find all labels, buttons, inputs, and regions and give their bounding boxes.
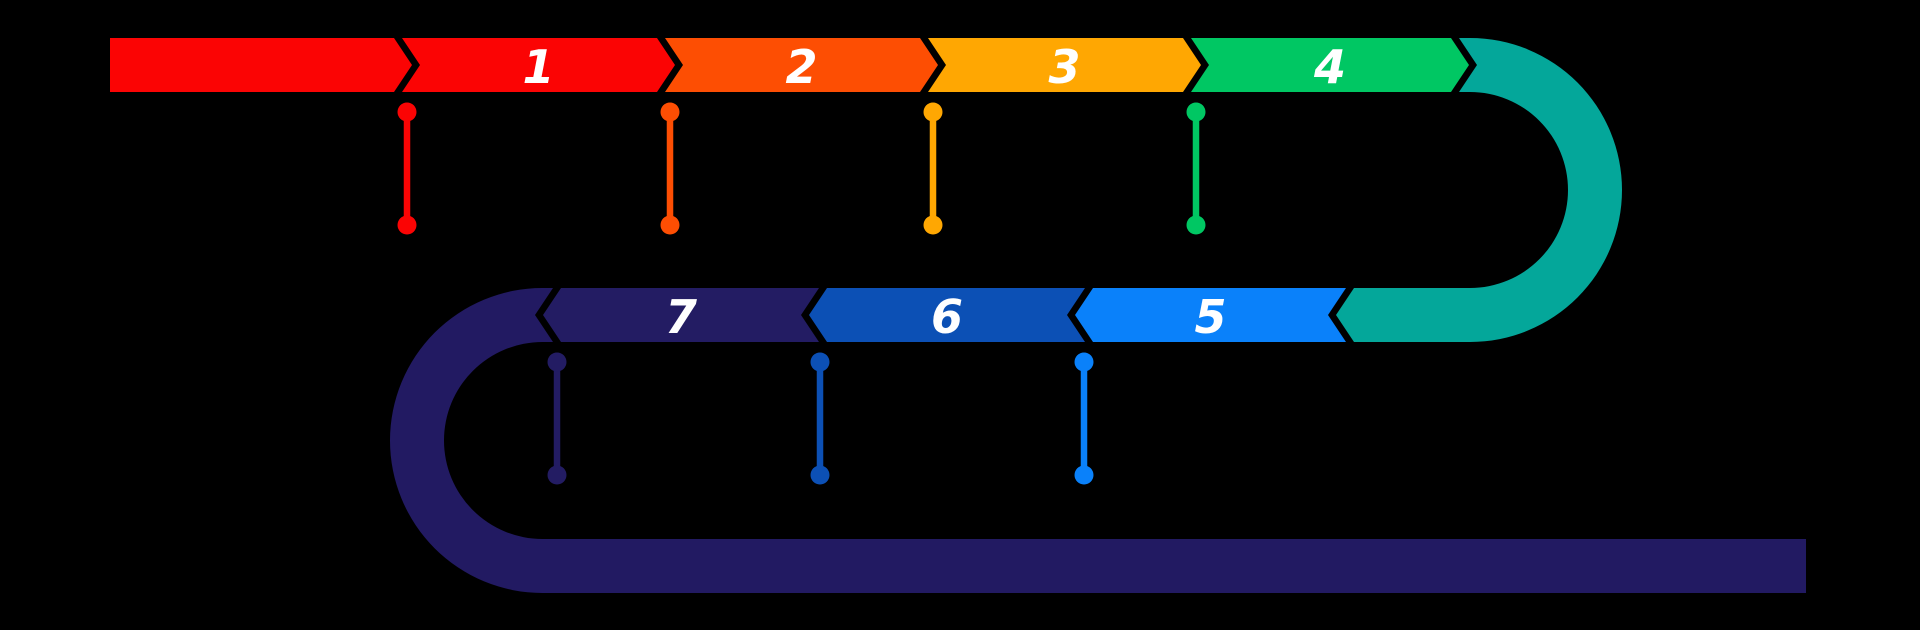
step-label-5: 5 (1194, 290, 1226, 344)
step-label-4: 4 (1313, 40, 1346, 94)
marker-4-bottom-dot (1186, 215, 1206, 235)
step-arrow-5 (1075, 288, 1346, 342)
marker-2-top-dot (660, 102, 680, 122)
step-arrow-6 (809, 288, 1085, 342)
step-label-2: 2 (785, 40, 817, 94)
step-label-7: 7 (665, 290, 697, 344)
step-label-6: 6 (931, 290, 963, 344)
step-arrow-3 (928, 38, 1201, 92)
marker-6-bottom-dot (810, 465, 830, 485)
step-arrow-1 (402, 38, 675, 92)
marker-7-bottom-dot (547, 465, 567, 485)
marker-5-bottom-dot (1074, 465, 1094, 485)
marker-7-top-dot (547, 352, 567, 372)
step-arrow-2 (665, 38, 938, 92)
step-arrow-7 (543, 288, 819, 342)
right-uturn-connector (1336, 38, 1622, 342)
marker-4-top-dot (1186, 102, 1206, 122)
marker-1-top-dot (397, 102, 417, 122)
marker-1-bottom-dot (397, 215, 417, 235)
step-arrow-4 (1191, 38, 1469, 92)
step-label-3: 3 (1048, 40, 1080, 94)
marker-6-top-dot (810, 352, 830, 372)
left-uturn-connector (390, 288, 1806, 593)
marker-5-top-dot (1074, 352, 1094, 372)
marker-2-bottom-dot (660, 215, 680, 235)
step-label-1: 1 (522, 40, 554, 94)
step-arrow-lead-in (110, 38, 412, 92)
marker-3-top-dot (923, 102, 943, 122)
marker-3-bottom-dot (923, 215, 943, 235)
